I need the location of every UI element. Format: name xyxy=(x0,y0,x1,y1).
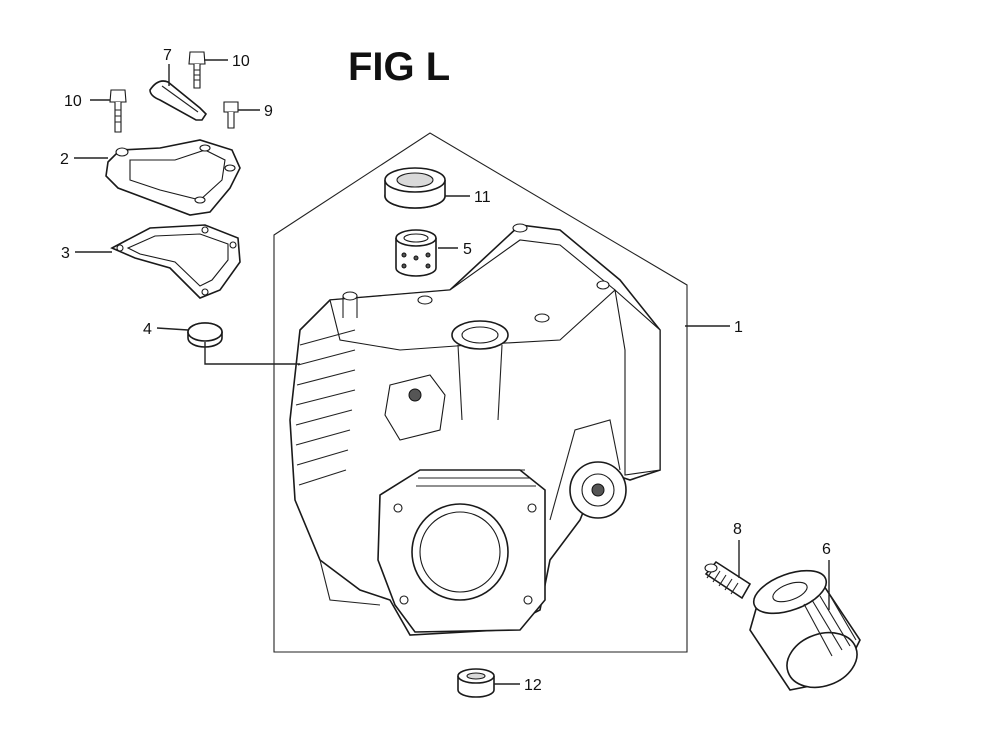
assembly-outline xyxy=(273,132,688,653)
callout-11: 11 xyxy=(474,189,491,206)
callout-8: 8 xyxy=(733,521,742,538)
part-stud[interactable] xyxy=(704,560,752,600)
callout-10-upper: 10 xyxy=(232,53,250,70)
part-oil-seal[interactable] xyxy=(384,167,446,209)
leader-lines xyxy=(74,59,830,685)
part-breather-cover[interactable] xyxy=(105,139,241,216)
figure-title: FIG L xyxy=(348,45,450,89)
callout-2: 2 xyxy=(60,151,69,168)
callout-6: 6 xyxy=(822,541,831,558)
part-crankcase[interactable] xyxy=(289,223,661,636)
callout-1: 1 xyxy=(734,319,743,336)
part-cap[interactable] xyxy=(187,322,223,348)
callout-4: 4 xyxy=(143,321,152,338)
part-tube[interactable] xyxy=(149,80,208,121)
callout-3: 3 xyxy=(61,245,70,262)
part-bolt-left[interactable] xyxy=(109,89,127,133)
part-gasket[interactable] xyxy=(110,224,241,299)
part-bushing[interactable] xyxy=(395,229,437,277)
callout-7: 7 xyxy=(163,47,172,64)
callout-9: 9 xyxy=(264,103,273,120)
part-bolt-small[interactable] xyxy=(223,101,239,129)
part-bolt-upper[interactable] xyxy=(188,51,206,89)
callout-5: 5 xyxy=(463,241,472,258)
callout-10-left: 10 xyxy=(64,93,82,110)
callout-12: 12 xyxy=(524,677,542,694)
part-oil-filter[interactable] xyxy=(748,562,865,697)
part-grommet[interactable] xyxy=(457,668,495,698)
